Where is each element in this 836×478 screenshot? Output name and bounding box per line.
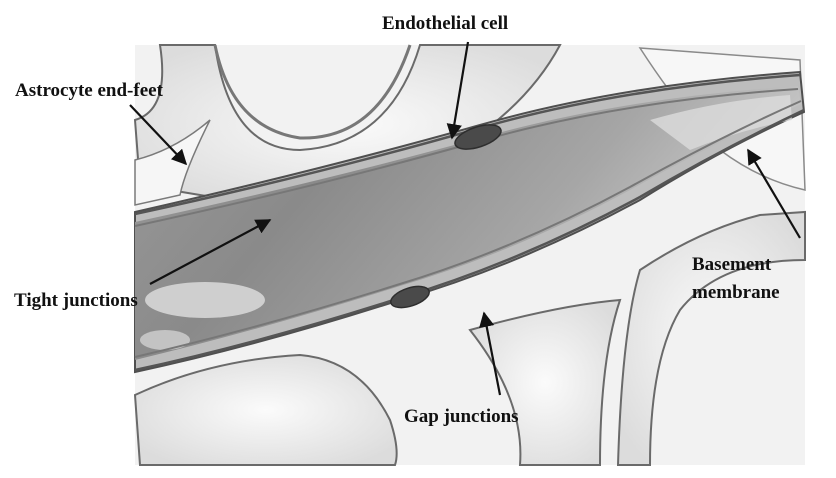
astrocyte-end-feet-label: Astrocyte end-feet <box>15 80 164 101</box>
endothelial-cell-label: Endothelial cell <box>382 13 508 34</box>
lumen-light-patch-2 <box>140 330 190 350</box>
tight-junctions-label: Tight junctions <box>14 290 138 311</box>
basement-membrane-label-line2: membrane <box>692 282 780 303</box>
gap-junctions-label: Gap junctions <box>404 406 519 427</box>
lumen-light-patch <box>145 282 265 318</box>
basement-membrane-label-line1: Basement <box>692 254 772 275</box>
